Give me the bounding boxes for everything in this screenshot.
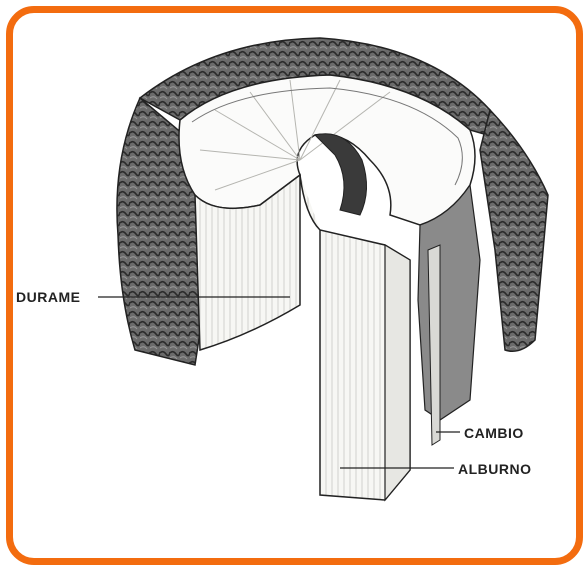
label-cambio: CAMBIO (464, 425, 524, 441)
outer-bark-right (480, 110, 548, 351)
label-durame: DURAME (16, 289, 80, 305)
sapwood-slab-side (385, 245, 410, 500)
cambium-strip (428, 245, 440, 445)
label-alburno: ALBURNO (458, 461, 532, 477)
